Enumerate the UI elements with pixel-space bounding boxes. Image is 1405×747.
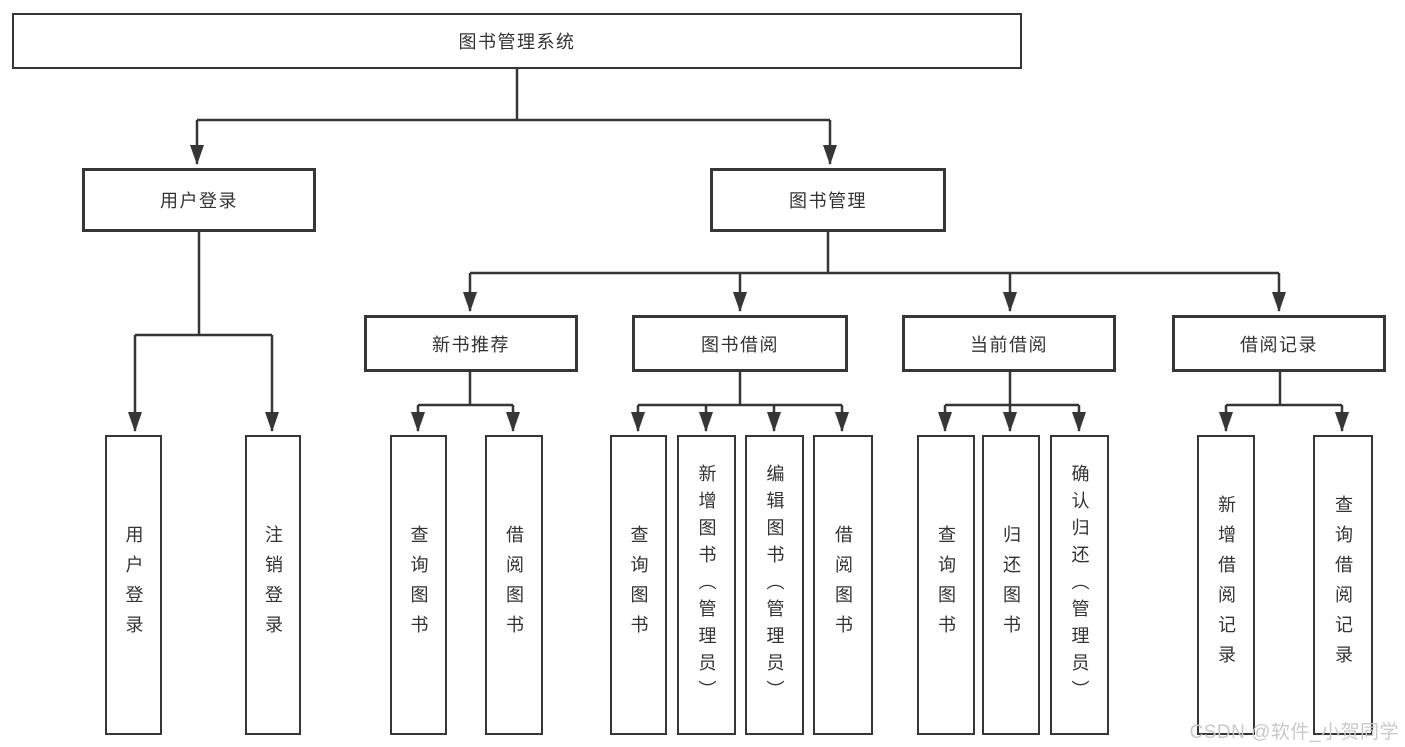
leaf-user-login-label: 用户登录: [123, 525, 144, 645]
leaf-current-query-books: 查询图书: [917, 435, 975, 735]
leaf-borrowing-borrow-books: 借阅图书: [813, 435, 873, 735]
leaf-newbooks-borrow-books: 借阅图书: [485, 435, 543, 735]
leaf-logout-label: 注销登录: [263, 525, 283, 645]
node-book-management: 图书管理: [710, 168, 946, 232]
node-current-borrowing-label: 当前借阅: [970, 334, 1048, 355]
csdn-watermark: CSDN @软件_小贺同学: [1189, 722, 1399, 743]
leaf-borrowing-add-books-admin-label: 新增图书（管理员）: [696, 463, 717, 707]
leaf-borrowing-add-books-admin: 新增图书（管理员）: [677, 435, 736, 735]
leaf-current-confirm-return-admin: 确认归还（管理员）: [1050, 435, 1109, 735]
node-borrowing-records: 借阅记录: [1172, 315, 1386, 372]
node-root: 图书管理系统: [12, 13, 1022, 69]
leaf-borrowing-edit-books-admin-label: 编辑图书（管理员）: [764, 463, 785, 707]
leaf-newbooks-borrow-books-label: 借阅图书: [504, 525, 524, 645]
node-root-label: 图书管理系统: [458, 32, 576, 52]
node-new-book-recommend: 新书推荐: [364, 315, 578, 372]
node-user-login-label: 用户登录: [160, 191, 238, 211]
leaf-newbooks-query-books: 查询图书: [390, 435, 447, 735]
leaf-user-login: 用户登录: [105, 435, 162, 735]
leaf-records-add-record-label: 新增借阅记录: [1216, 495, 1236, 675]
node-book-borrowing-label: 图书借阅: [701, 334, 779, 355]
node-new-book-recommend-label: 新书推荐: [432, 334, 510, 355]
leaf-current-confirm-return-admin-label: 确认归还（管理员）: [1069, 463, 1090, 707]
leaf-borrowing-borrow-books-label: 借阅图书: [833, 525, 853, 645]
leaf-records-query-record-label: 查询借阅记录: [1333, 495, 1353, 675]
leaf-logout: 注销登录: [245, 435, 301, 735]
leaf-newbooks-query-books-label: 查询图书: [408, 525, 429, 645]
node-user-login: 用户登录: [82, 168, 316, 232]
leaf-current-return-books: 归还图书: [982, 435, 1040, 735]
node-book-borrowing: 图书借阅: [632, 315, 848, 372]
leaf-current-return-books-label: 归还图书: [1001, 525, 1021, 645]
leaf-borrowing-query-books: 查询图书: [610, 435, 667, 735]
node-borrowing-records-label: 借阅记录: [1240, 334, 1318, 355]
leaf-records-add-record: 新增借阅记录: [1197, 435, 1255, 735]
leaf-records-query-record: 查询借阅记录: [1313, 435, 1373, 735]
leaf-borrowing-query-books-label: 查询图书: [628, 525, 649, 645]
node-book-management-label: 图书管理: [789, 191, 867, 211]
node-current-borrowing: 当前借阅: [902, 315, 1116, 372]
leaf-borrowing-edit-books-admin: 编辑图书（管理员）: [745, 435, 804, 735]
leaf-current-query-books-label: 查询图书: [936, 525, 956, 645]
